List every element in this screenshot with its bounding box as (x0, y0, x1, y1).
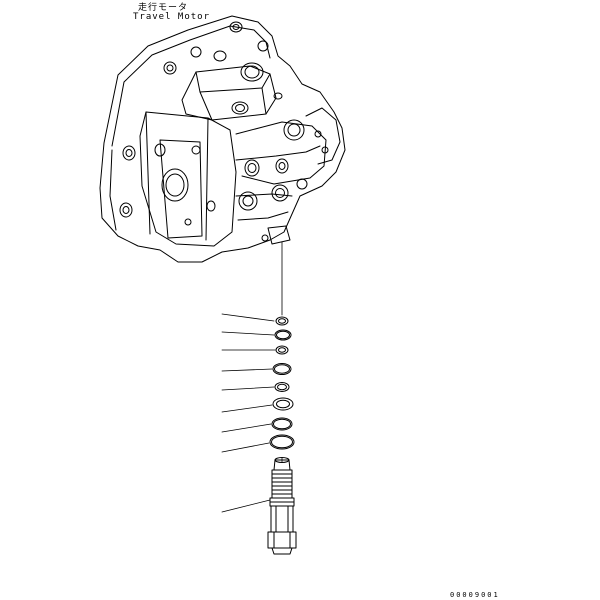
cartridge-valve (267, 457, 297, 555)
o-ring-4 (272, 363, 292, 375)
o-ring-2 (274, 329, 292, 341)
o-ring-1 (275, 316, 289, 326)
leader-lines (221, 313, 276, 513)
title-japanese: 走行モータ (138, 3, 189, 13)
travel-motor-housing (99, 15, 346, 263)
o-ring-8 (269, 434, 295, 450)
o-ring-6 (272, 397, 294, 411)
o-ring-5 (274, 382, 290, 392)
o-ring-7 (271, 417, 293, 431)
drawing-number: 00009001 (450, 591, 500, 599)
seal-rings (269, 316, 295, 450)
o-ring-3 (275, 345, 289, 355)
title-english: Travel Motor (133, 12, 211, 22)
